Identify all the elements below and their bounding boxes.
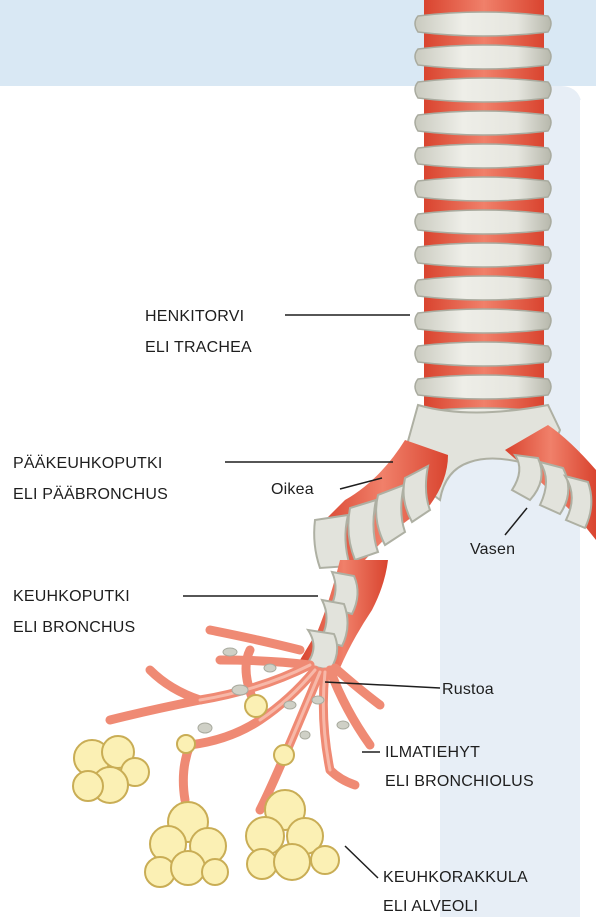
label-bronchiole-line2: ELI BRONCHIOLUS [385,772,534,791]
trachea-ring [415,78,551,102]
trachea-ring [415,276,551,300]
label-main-bronchus-line2: ELI PÄÄBRONCHUS [13,485,168,504]
label-bronchus-line1: KEUHKOPUTKI [13,587,135,606]
alveolus-cluster-2 [145,802,228,887]
leader-cartilage [325,682,440,688]
trachea-ring [415,375,551,399]
label-left: Vasen [470,540,515,559]
label-alveoli: KEUHKORAKKULA ELI ALVEOLI [383,868,528,916]
label-alveoli-line2: ELI ALVEOLI [383,897,528,916]
label-main-bronchus-line1: PÄÄKEUHKOPUTKI [13,454,168,473]
label-bronchiole-line1: ILMATIEHYT [385,743,534,762]
right-main-bronchus [314,440,448,568]
label-trachea: HENKITORVI ELI TRACHEA [145,307,252,357]
alveoli-clusters [73,736,339,887]
alveolus-cluster-1 [73,736,149,803]
label-bronchiole: ILMATIEHYT ELI BRONCHIOLUS [385,743,534,791]
leader-alveoli [345,846,378,878]
trachea-ring [415,12,551,36]
trachea-ring [415,243,551,267]
label-main-bronchus: PÄÄKEUHKOPUTKI ELI PÄÄBRONCHUS [13,454,168,504]
label-bronchus-line2: ELI BRONCHUS [13,618,135,637]
trachea-ring [415,342,551,366]
trachea-ring [415,309,551,333]
label-bronchus: KEUHKOPUTKI ELI BRONCHUS [13,587,135,637]
trachea-ring [415,111,551,135]
trachea [415,0,551,432]
label-right: Oikea [271,480,314,499]
bronchus [300,560,388,670]
label-trachea-line2: ELI TRACHEA [145,338,252,357]
label-cartilage: Rustoa [442,680,494,699]
label-alveoli-line1: KEUHKORAKKULA [383,868,528,887]
label-trachea-line1: HENKITORVI [145,307,252,326]
trachea-ring [415,144,551,168]
trachea-ring [415,177,551,201]
trachea-ring [415,45,551,69]
trachea-ring [415,210,551,234]
